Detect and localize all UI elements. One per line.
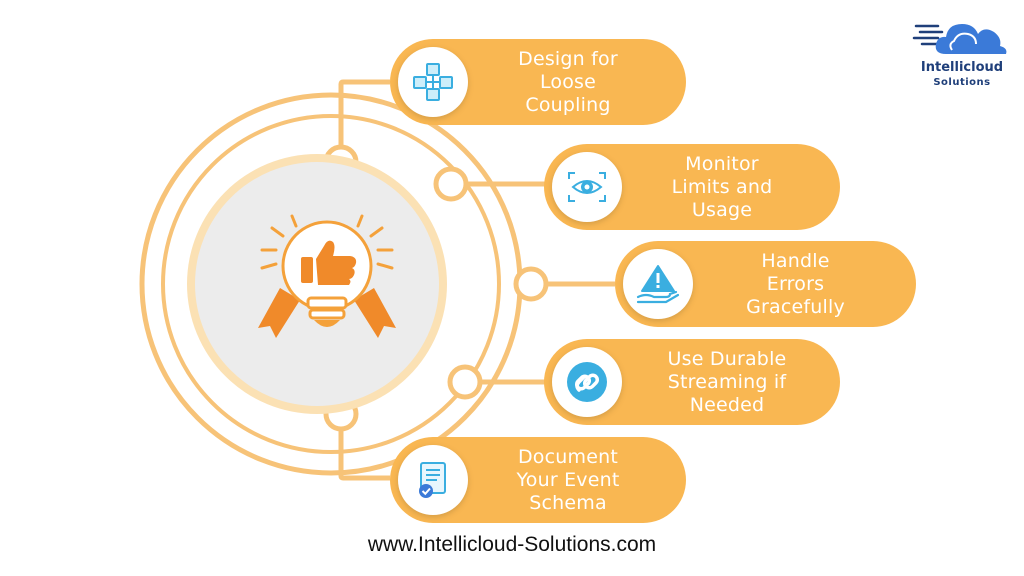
eye-monitor-icon [568, 172, 606, 202]
step-label-2: Monitor Limits and Usage [671, 152, 773, 221]
step-label-4: Use Durable Streaming if Needed [667, 347, 787, 416]
step-pill-5: Document Your Event Schema [390, 437, 686, 523]
link-chain-icon [567, 362, 607, 402]
step-label-5: Document Your Event Schema [516, 445, 620, 514]
footer-url[interactable]: www.Intellicloud-Solutions.com [367, 533, 657, 556]
logo-name: Intellicloud [920, 60, 1004, 75]
step-badge-1 [398, 47, 468, 117]
node-dot-3 [513, 266, 549, 302]
connector-1 [338, 79, 390, 162]
inner-ring [161, 114, 501, 454]
step-badge-4 [552, 347, 622, 417]
cloud-logo-icon [912, 24, 1007, 54]
logo-subtitle: Solutions [933, 77, 991, 88]
company-logo: Intellicloud Solutions [912, 14, 1012, 94]
step-badge-3 [623, 249, 693, 319]
step-label-1: Design for Loose Coupling [518, 47, 618, 116]
step-badge-2 [552, 152, 622, 222]
idea-bulb-thumbs-up-award-icon [258, 214, 396, 338]
step-pill-2: Monitor Limits and Usage [544, 144, 840, 230]
node-dot-4 [447, 364, 483, 400]
step-pill-4: Use Durable Streaming if Needed [544, 339, 840, 425]
step-badge-5 [398, 445, 468, 515]
step-label-3: Handle Errors Gracefully [746, 249, 845, 318]
step-pill-3: Handle Errors Gracefully [615, 241, 916, 327]
connected-cubes-icon [413, 63, 453, 101]
step-pill-1: Design for Loose Coupling [390, 39, 686, 125]
node-dot-2 [433, 166, 469, 202]
connector-5 [338, 414, 390, 481]
document-check-icon [419, 462, 446, 498]
warning-hand-icon [636, 265, 680, 304]
